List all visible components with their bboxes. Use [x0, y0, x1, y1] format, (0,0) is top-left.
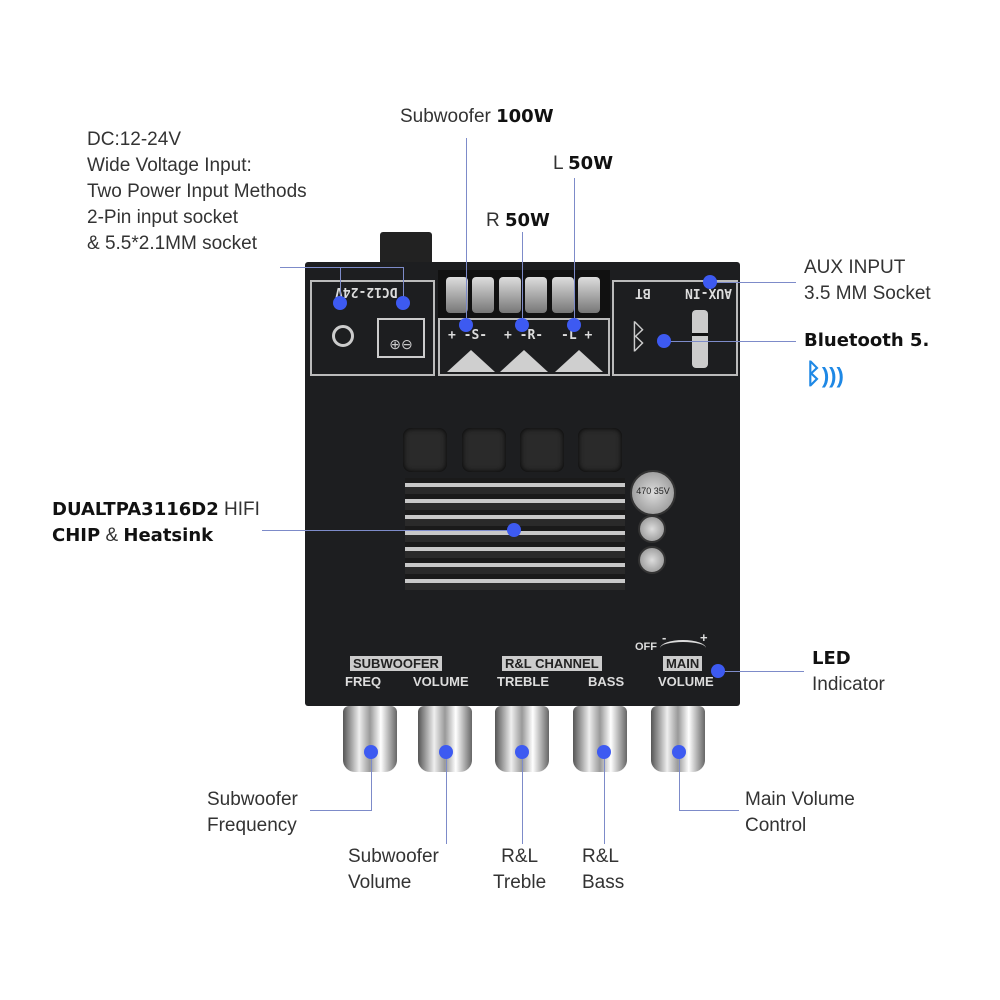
callout-value: 100W	[496, 106, 554, 127]
dc-input-callout: DC:12-24V Wide Voltage Input: Two Power …	[87, 127, 307, 257]
off-board-label: OFF	[635, 641, 657, 653]
audio-jack-icon	[692, 310, 708, 368]
callout-line: Bass	[582, 872, 625, 893]
callout-line: DC:12-24V	[87, 129, 181, 150]
capacitor	[638, 546, 666, 574]
callout-line: Subwoofer	[207, 789, 298, 810]
subwoofer-power-callout: Subwoofer 100W	[400, 104, 554, 130]
speaker-icon	[555, 350, 603, 372]
callout-value: 50W	[505, 210, 550, 231]
capacitor	[638, 515, 666, 543]
callout-value: 50W	[568, 153, 614, 174]
right-power-callout: R 50W	[486, 208, 550, 234]
chip-callout: DUALTPA3116D2 HIFI CHIP & Heatsink	[52, 497, 260, 549]
dc-barrel-icon	[332, 325, 354, 347]
subwoofer-frequency-knob[interactable]	[343, 706, 397, 772]
callout-value: Heatsink	[123, 525, 214, 546]
capacitor: 470 35V	[630, 470, 676, 516]
callout-text: R	[486, 210, 505, 231]
speaker-icon	[500, 350, 548, 372]
callout-line: Main Volume	[745, 789, 855, 810]
left-terminal-label: -L +	[561, 328, 593, 343]
dc-panel	[310, 280, 435, 376]
callout-line: Treble	[493, 872, 547, 893]
plus-board-label: +	[700, 630, 708, 645]
callout-line: 3.5 MM Socket	[804, 283, 931, 304]
inductor	[403, 428, 447, 472]
callout-line: Two Power Input Methods	[87, 181, 307, 202]
led-callout: LED Indicator	[812, 646, 885, 698]
minus-board-label: -	[662, 630, 667, 645]
main-board-label: MAIN	[663, 656, 703, 671]
aux-input-callout: AUX INPUT 3.5 MM Socket	[804, 255, 931, 307]
subwoofer-frequency-callout: Subwoofer Frequency	[207, 787, 298, 839]
callout-value: DUALTPA3116D2	[52, 499, 219, 520]
callout-line: 2-Pin input socket	[87, 207, 239, 228]
callout-value: Bluetooth 5.	[804, 330, 930, 351]
left-power-callout: L 50W	[553, 151, 613, 177]
bluetooth-callout: Bluetooth 5.	[804, 328, 929, 354]
callout-line: Subwoofer	[348, 846, 439, 867]
inductor	[578, 428, 622, 472]
callout-line: R&L	[501, 846, 539, 867]
input-panel	[612, 280, 738, 376]
callout-line: Volume	[348, 872, 412, 893]
volume-board-label: VOLUME	[413, 674, 469, 689]
bass-board-label: BASS	[588, 674, 625, 689]
bass-callout: R&L Bass	[582, 844, 624, 896]
speaker-icon	[447, 350, 495, 372]
treble-board-label: TREBLE	[497, 674, 549, 689]
bluetooth-board-icon: ᛒ	[628, 318, 649, 356]
bluetooth-signal-icon: ᛒ)))	[805, 358, 844, 389]
subwoofer-board-label: SUBWOOFER	[350, 656, 442, 671]
callout-text: L	[553, 153, 569, 174]
callout-line: Wide Voltage Input:	[87, 155, 252, 176]
main-volume-knob[interactable]	[651, 706, 705, 772]
callout-line: & 5.5*2.1MM socket	[87, 233, 258, 254]
inductor	[520, 428, 564, 472]
volume-arc-icon	[660, 640, 706, 656]
callout-text: HIFI	[218, 499, 260, 520]
callout-line: AUX INPUT	[804, 257, 906, 278]
callout-line: R&L	[582, 846, 619, 867]
bass-knob[interactable]	[573, 706, 627, 772]
callout-line: Frequency	[207, 815, 297, 836]
callout-value: CHIP	[52, 525, 101, 546]
callout-line: Control	[745, 815, 807, 836]
main-volume-callout: Main Volume Control	[745, 787, 855, 839]
channel-board-label: R&L CHANNEL	[502, 656, 602, 671]
freq-board-label: FREQ	[345, 674, 382, 689]
right-terminal-label: + -R-	[504, 328, 544, 343]
dc-2pin-icon: ⊕⊖	[377, 318, 425, 358]
callout-text: Indicator	[812, 674, 885, 695]
bt-board-label: BT	[635, 285, 651, 300]
inductor	[462, 428, 506, 472]
subwoofer-volume-knob[interactable]	[418, 706, 472, 772]
callout-text: &	[100, 525, 124, 546]
treble-callout: R&L Treble	[493, 844, 546, 896]
callout-text: Subwoofer	[400, 106, 497, 127]
dc-terminal-block	[380, 232, 432, 266]
main-volume-board-label: VOLUME	[658, 674, 714, 689]
callout-value: LED	[812, 648, 851, 669]
subwoofer-volume-callout: Subwoofer Volume	[348, 844, 439, 896]
capacitor-label: 470 35V	[636, 486, 670, 496]
sub-terminal-label: + -S-	[448, 328, 488, 343]
